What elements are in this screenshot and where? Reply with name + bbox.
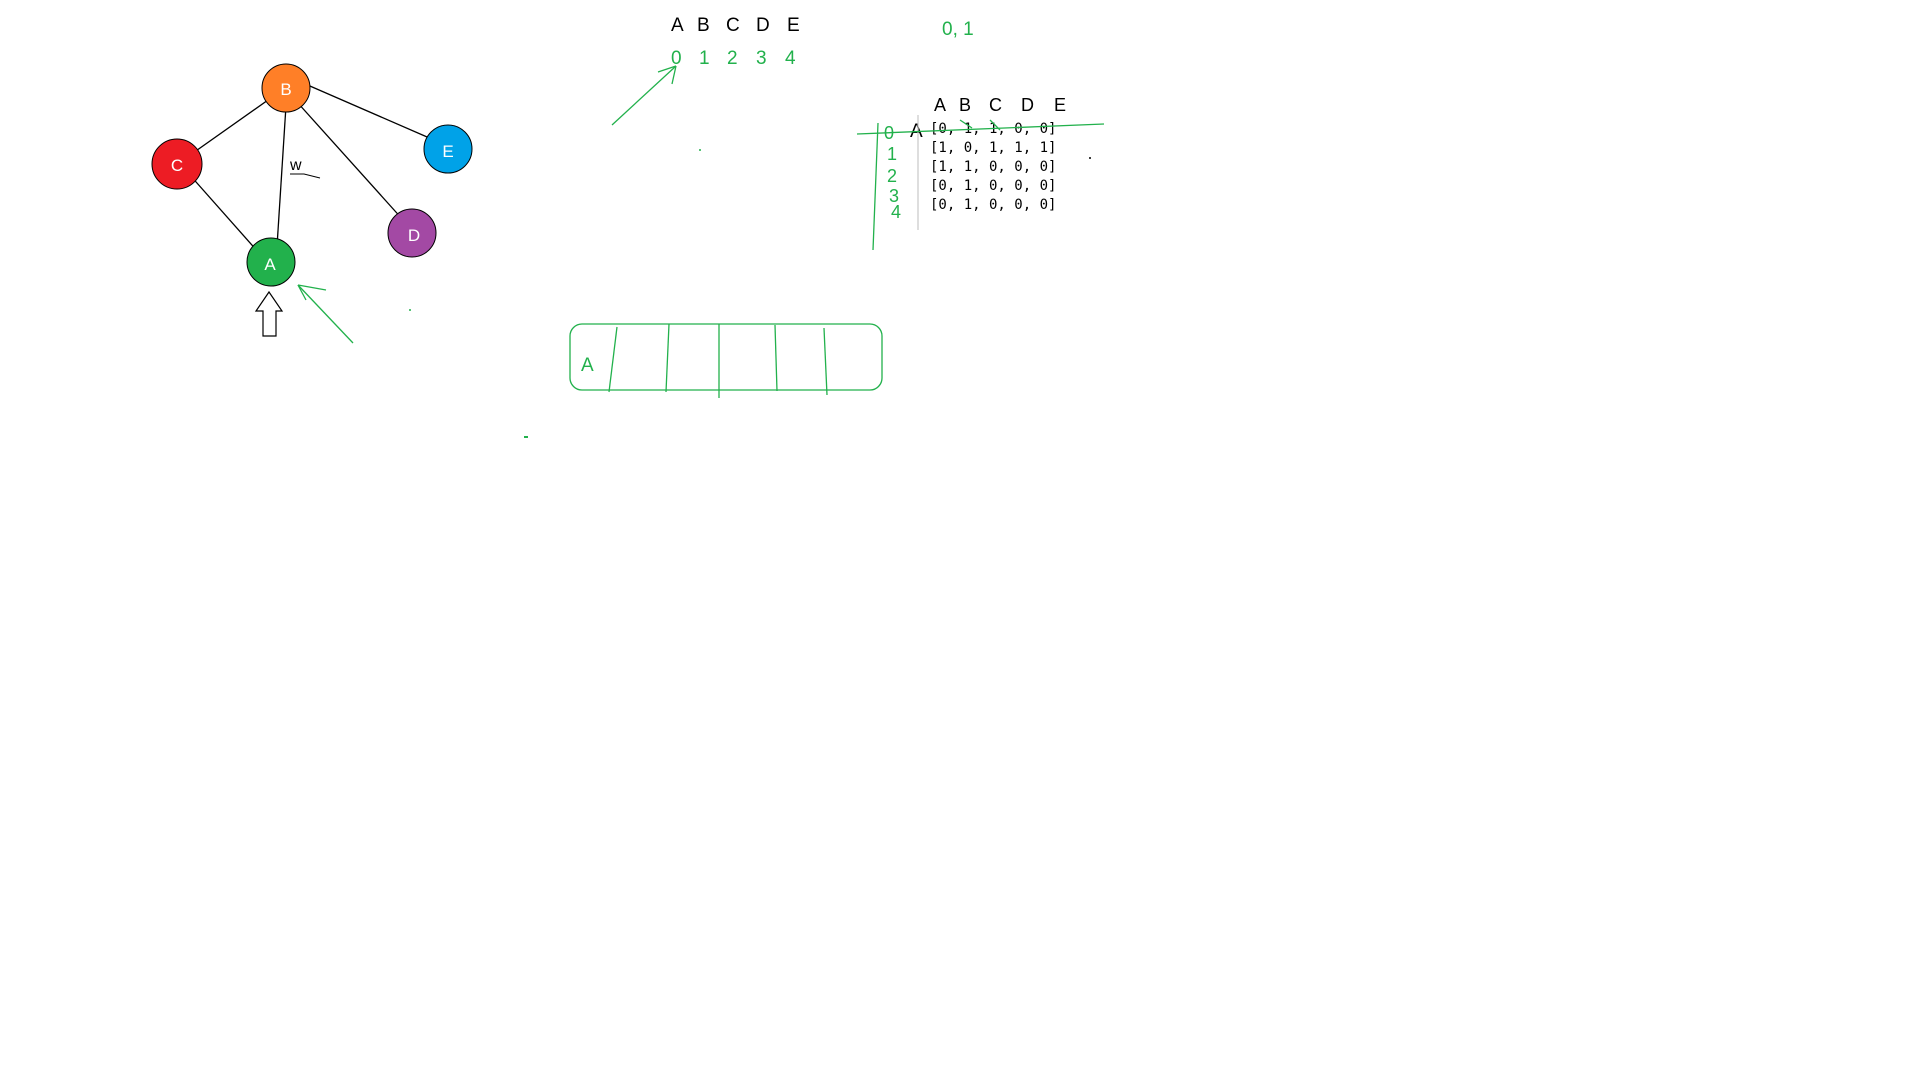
index-number: 3 — [756, 48, 767, 69]
node-b-circle — [261, 63, 311, 113]
matrix-col-header: E — [1054, 95, 1066, 115]
node-c-label: C — [171, 156, 183, 175]
index-number: 4 — [785, 48, 796, 69]
edge-b-a — [275, 89, 288, 263]
green-arrow-to-a-icon — [297, 284, 354, 344]
matrix-row-index: 2 — [887, 166, 897, 186]
index-map-letters: A B C D E — [671, 15, 800, 36]
node-d-label: D — [408, 226, 420, 245]
matrix-col-header: D — [1021, 95, 1034, 115]
matrix-col-header: A — [934, 95, 946, 115]
node-b-label: B — [280, 80, 291, 99]
matrix-strike-marks — [856, 119, 1105, 251]
index-letter: D — [756, 15, 770, 36]
edge-b-d — [296, 101, 405, 222]
index-letter: E — [787, 15, 800, 36]
node-c-circle — [151, 138, 203, 190]
index-number: 2 — [727, 48, 738, 69]
edge-b-e — [302, 82, 435, 141]
matrix-row-indices: 0 1 2 3 4 — [884, 123, 901, 222]
matrix-row-index: 1 — [887, 144, 897, 164]
queue-divider — [774, 324, 778, 392]
start-arrow-icon — [254, 290, 284, 337]
queue-divider — [608, 326, 618, 393]
queue-cell-label: A — [581, 355, 594, 376]
index-number: 1 — [699, 48, 710, 69]
graph-node-e: E — [423, 124, 473, 174]
queue — [569, 323, 883, 398]
queue-outline — [569, 323, 883, 391]
queue-divider — [665, 323, 670, 393]
green-arrow-to-index-icon — [611, 65, 677, 126]
index-letter: A — [671, 15, 684, 36]
matrix-row-index: 4 — [891, 202, 901, 222]
matrix-rows: [0, 1, 1, 0, 0] [1, 0, 1, 1, 1] [1, 1, 0… — [930, 121, 1056, 213]
index-letter: B — [697, 15, 710, 36]
node-d-circle — [387, 208, 437, 258]
pair-note: 0, 1 — [942, 19, 974, 40]
node-a-label: A — [264, 255, 276, 274]
node-e-circle — [423, 124, 473, 174]
stray-dot — [699, 149, 701, 151]
stray-dot — [1089, 157, 1091, 159]
node-a-circle — [246, 237, 296, 287]
index-letter: C — [726, 15, 740, 36]
matrix-col-headers: A B C D E — [934, 95, 1066, 115]
graph-node-b: B — [261, 63, 311, 113]
matrix-col-header: B — [959, 95, 971, 115]
matrix-row-index: 3 — [889, 186, 899, 206]
matrix-row: [1, 1, 0, 0, 0] — [930, 159, 1056, 175]
edge-weight-label: w — [289, 157, 302, 174]
index-map-numbers: 0 1 2 3 4 — [671, 48, 796, 69]
matrix-row: [0, 1, 0, 0, 0] — [930, 197, 1056, 213]
node-e-label: E — [442, 142, 453, 161]
stray-dot — [409, 309, 411, 311]
stray-dot — [524, 436, 528, 438]
matrix-row: [1, 0, 1, 1, 1] — [930, 140, 1056, 156]
graph-node-a: A — [246, 237, 296, 287]
graph-node-c: C — [151, 138, 203, 190]
matrix-row: [0, 1, 0, 0, 0] — [930, 178, 1056, 194]
edge-weight-underline — [290, 173, 321, 179]
index-number: 0 — [671, 48, 682, 69]
matrix-col-header: C — [989, 95, 1002, 115]
graph-node-d: D — [387, 208, 437, 258]
queue-divider — [823, 327, 828, 396]
